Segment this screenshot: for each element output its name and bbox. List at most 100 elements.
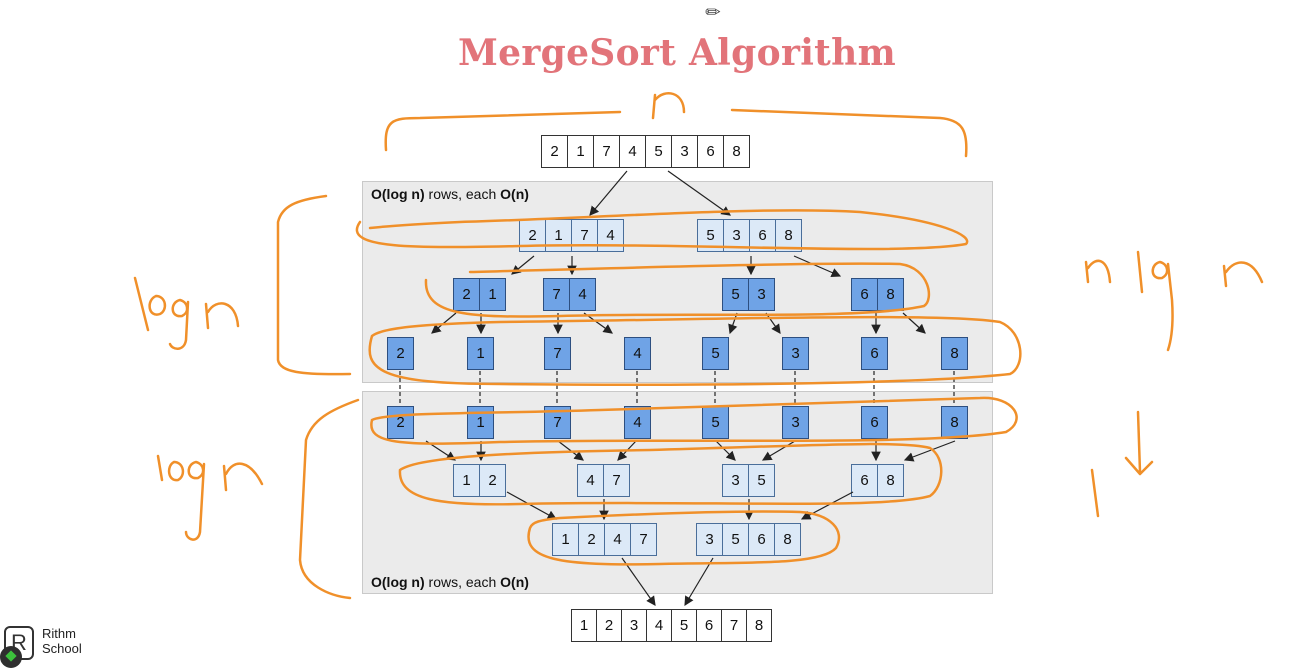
array-cell: 1 (453, 464, 480, 497)
array-cell: 6 (861, 406, 888, 439)
array-cell: 6 (697, 135, 724, 168)
array-cell: 3 (671, 135, 698, 168)
caption-complexity-rows: O(log n) (371, 186, 425, 202)
array-cell: 7 (543, 278, 570, 311)
array-cell: 1 (479, 278, 506, 311)
array-cell: 3 (621, 609, 647, 642)
split-phase-caption: O(log n) rows, each O(n) (371, 186, 529, 202)
array-cell: 2 (453, 278, 480, 311)
array-cell: 7 (603, 464, 630, 497)
array-cell: 8 (774, 523, 801, 556)
arrow (793, 255, 842, 278)
array-cell: 3 (722, 464, 749, 497)
single-array-bottom: 3 (782, 406, 809, 439)
loop-split-row2 (424, 262, 931, 318)
single-array-top: 4 (624, 337, 651, 370)
single-array-top: 2 (387, 337, 414, 370)
top-bracket (384, 108, 968, 158)
label-n-log-n (1084, 250, 1264, 352)
loop-singles-top (368, 315, 1022, 386)
array-cell: 1 (567, 135, 594, 168)
single-array-top: 7 (544, 337, 571, 370)
single-array-top: 5 (702, 337, 729, 370)
array-cell: 2 (479, 464, 506, 497)
arrow (903, 440, 956, 462)
single-array-top: 6 (861, 337, 888, 370)
caption-complexity-row: O(n) (500, 574, 529, 590)
array-cell: 2 (387, 337, 414, 370)
loop-merge1 (398, 442, 943, 506)
left-lower-bracket (298, 398, 360, 600)
arrow (667, 170, 731, 216)
array-cell: 3 (782, 406, 809, 439)
logo-line2: School (42, 641, 82, 656)
array-cell: 8 (877, 464, 904, 497)
arrow (715, 440, 736, 461)
arrow (621, 557, 656, 606)
array-cell: 8 (775, 219, 802, 252)
array-cell: 3 (748, 278, 775, 311)
arrow (589, 170, 628, 216)
array-cell: 1 (467, 337, 494, 370)
array-cell: 4 (569, 278, 596, 311)
page-title: MergeSort Algorithm (458, 32, 896, 74)
single-array-bottom: 6 (861, 406, 888, 439)
logo-line1: Rithm (42, 626, 76, 641)
array-cell: 8 (723, 135, 750, 168)
single-array-bottom: 2 (387, 406, 414, 439)
loop-split-row1 (355, 209, 969, 251)
label-log-n-lower (156, 454, 264, 541)
arrow (765, 312, 781, 334)
array-cell: 5 (671, 609, 697, 642)
array-cell: 2 (387, 406, 414, 439)
array-cell: 6 (851, 464, 878, 497)
array-cell: 5 (702, 337, 729, 370)
array-cell: 7 (593, 135, 620, 168)
left-upper-bracket (276, 194, 352, 376)
rithm-school-logo: R Rithm School (0, 618, 110, 672)
caption-complexity-rows: O(log n) (371, 574, 425, 590)
single-array-top: 3 (782, 337, 809, 370)
array-cell: 5 (748, 464, 775, 497)
array-cell: 3 (782, 337, 809, 370)
array-cell: 2 (541, 135, 568, 168)
array-cell: 5 (645, 135, 672, 168)
caption-text: rows, each (424, 574, 501, 590)
single-array-top: 1 (467, 337, 494, 370)
single-array-bottom: 5 (702, 406, 729, 439)
arrow (684, 557, 714, 607)
loop-merge2 (527, 510, 841, 566)
array-cell: 1 (552, 523, 579, 556)
array-cell: 3 (696, 523, 723, 556)
arrow (761, 440, 796, 461)
arrow (506, 491, 558, 520)
merge-phase-caption: O(log n) rows, each O(n) (371, 574, 529, 590)
loop-singles-bottom (370, 396, 1018, 445)
caption-text: rows, each (424, 186, 501, 202)
logo-text: Rithm School (42, 626, 82, 656)
label-n-top (651, 92, 686, 120)
array-cell: 8 (746, 609, 772, 642)
array-cell: 7 (721, 609, 747, 642)
label-log-n-upper (133, 276, 240, 350)
array-cell: 6 (748, 523, 775, 556)
array-cell: 6 (851, 278, 878, 311)
array-cell: 4 (624, 337, 651, 370)
array-cell: 4 (577, 464, 604, 497)
single-array-top: 8 (941, 337, 968, 370)
single-array-bottom: 8 (941, 406, 968, 439)
array-cell: 4 (604, 523, 631, 556)
